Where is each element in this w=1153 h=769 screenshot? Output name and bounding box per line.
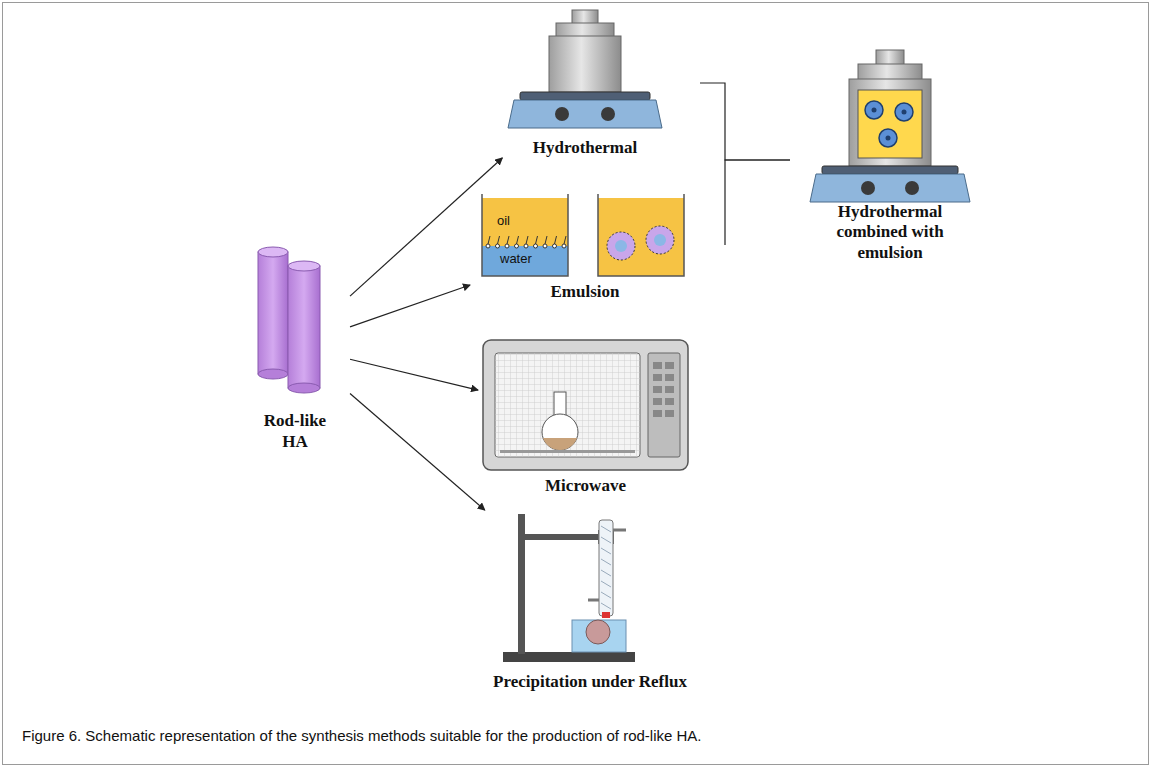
node-label: Hydrothermal combined with emulsion [815,202,965,263]
autoclave-illustration [508,10,662,128]
method-arrow [350,359,478,390]
method-node: Precipitation under Reflux [455,510,725,692]
method-node: Hydrothermal combined with emulsion [790,45,990,263]
node-label: Rod-like HA [250,411,340,452]
reflux-illustration [503,514,635,662]
method-arrow [350,285,470,327]
phase-label: oil [497,213,510,228]
node-label: Hydrothermal [495,138,675,158]
node-label: Emulsion [470,282,700,302]
method-arrow [350,394,485,510]
emulsion-illustration [482,194,684,276]
method-arrow [350,158,502,296]
bracket-line [725,160,790,245]
rod-illustration [258,247,320,393]
method-node: Hydrothermal [495,8,675,158]
method-node: Rod-like HA [240,240,350,452]
microwave-illustration [483,340,688,470]
node-label: Microwave [478,476,693,496]
method-node: Microwave [478,336,693,496]
combined-autoclave-illustration [810,50,970,202]
phase-label: water [500,251,532,266]
method-node: Emulsion [470,188,700,302]
bracket-line [700,83,790,160]
node-label: Precipitation under Reflux [455,672,725,692]
figure-caption: Figure 6. Schematic representation of th… [22,727,1132,744]
